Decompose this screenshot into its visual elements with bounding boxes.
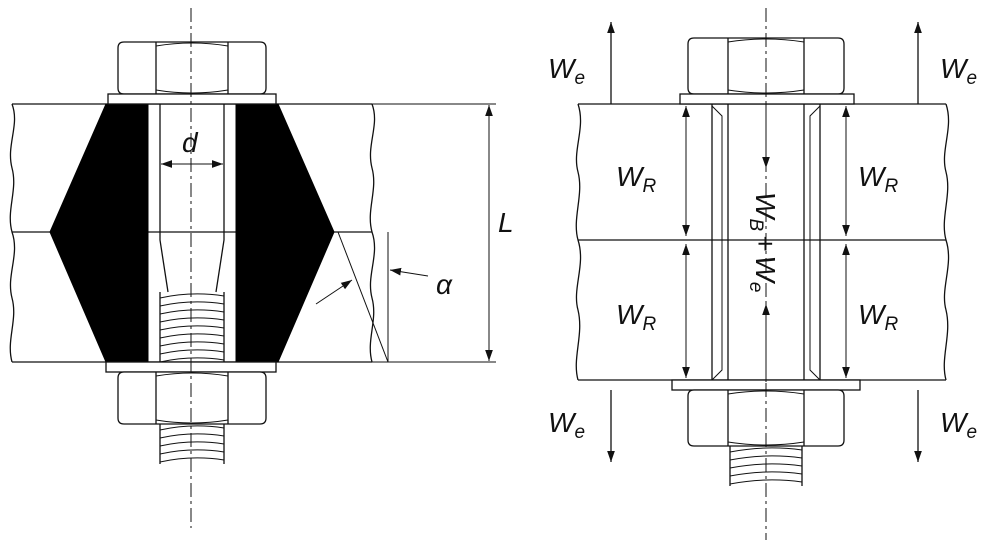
thread-line: [159, 449, 225, 455]
svg-text:We: We: [940, 53, 977, 89]
thread-line: [159, 293, 225, 299]
left-bolt-thread-end: [159, 424, 225, 464]
thread-line: [159, 341, 225, 347]
thread-line: [159, 433, 225, 439]
thread-line: [159, 425, 225, 431]
svg-text:WR: WR: [858, 161, 898, 197]
label-we-top-left: We: [548, 53, 585, 89]
svg-text:WB+We: WB+We: [745, 192, 781, 293]
angle-cone-line: [337, 231, 389, 363]
label-we-top-right: We: [940, 53, 977, 89]
alpha-arrow-left: [315, 279, 353, 305]
svg-text:We: We: [548, 53, 585, 89]
thread-line: [729, 471, 803, 477]
left-washer-top: [107, 93, 277, 105]
label-bolt-force: WB+We: [745, 192, 781, 293]
left-bolt-head: [117, 41, 267, 95]
left-nut: [117, 371, 267, 425]
left-plate-break-right: [369, 103, 376, 363]
thread-line: [159, 301, 225, 307]
thread-line: [159, 333, 225, 339]
left-bolt-thread: [159, 292, 225, 363]
label-d: d: [182, 127, 199, 158]
thread-line: [159, 349, 225, 355]
right-plate-break-left: [575, 103, 582, 381]
svg-text:We: We: [940, 407, 977, 443]
label-wr-right-lower: WR: [858, 299, 898, 335]
left-pressure-cone-left: [49, 103, 149, 363]
label-wr-left-upper: WR: [616, 161, 656, 197]
label-alpha: α: [436, 269, 453, 300]
thread-line: [159, 457, 225, 463]
thread-line: [729, 479, 803, 485]
label-we-bottom-right: We: [940, 407, 977, 443]
label-we-bottom-left: We: [548, 407, 585, 443]
thread-line: [159, 309, 225, 315]
left-plate-break-left: [9, 103, 16, 363]
label-wr-left-lower: WR: [616, 299, 656, 335]
thread-line: [729, 447, 803, 453]
right-bolt-bore: [711, 104, 821, 381]
svg-text:WR: WR: [858, 299, 898, 335]
label-wr-right-upper: WR: [858, 161, 898, 197]
left-pressure-cone-right: [235, 103, 335, 363]
right-figure: We We We We WR WR WR WR WB+We: [548, 8, 977, 540]
thread-line: [159, 325, 225, 331]
svg-text:WR: WR: [616, 299, 656, 335]
right-plate-break-right: [943, 103, 950, 381]
thread-line: [159, 317, 225, 323]
alpha-arrow-right: [389, 267, 429, 277]
thread-line: [159, 357, 225, 363]
svg-text:We: We: [548, 407, 585, 443]
left-figure: d L α: [9, 8, 514, 528]
svg-text:WR: WR: [616, 161, 656, 197]
label-L: L: [498, 207, 514, 238]
right-washer-top: [679, 93, 855, 105]
left-bolt-shank: [159, 104, 225, 293]
thread-line: [159, 441, 225, 447]
thread-line: [729, 455, 803, 461]
